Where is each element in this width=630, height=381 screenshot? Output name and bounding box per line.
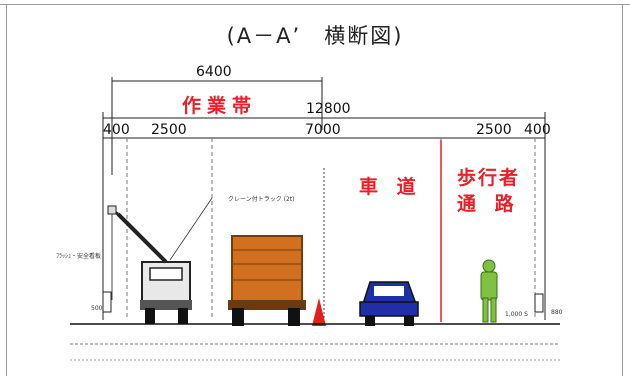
- traffic-cone-icon: [312, 298, 326, 326]
- diagram-title: (A－A’ 横断図): [226, 24, 404, 48]
- segment-dimension-3: 7000: [305, 122, 341, 138]
- barriers: [102, 291, 544, 313]
- total-width-dimension: 12800: [306, 101, 351, 117]
- work-zone-dimension: 6400: [196, 64, 232, 80]
- frame-right: [622, 4, 623, 376]
- crane-truck-icon: [107, 205, 192, 324]
- right-note: 1,000 S: [505, 311, 528, 318]
- dimension-lines: [102, 77, 546, 320]
- dump-truck-icon: [228, 235, 306, 326]
- pedestrian-label-line2: 通 路: [457, 193, 520, 215]
- segment-dimension-2: 2500: [151, 122, 187, 138]
- pedestrian-icon: [480, 259, 498, 323]
- blue-car-icon: [359, 281, 419, 326]
- frame-top: [0, 4, 630, 5]
- left-height-note: 500: [91, 305, 103, 312]
- crane-note-leader: [169, 197, 213, 261]
- ground-structure: [70, 323, 560, 361]
- pedestrian-label-line1: 歩行者: [457, 167, 521, 189]
- segment-dimension-5: 400: [524, 122, 551, 138]
- crane-truck-note: クレーン付トラック (2t): [228, 196, 295, 203]
- right-height-note: 880: [551, 309, 563, 316]
- work-zone-label: 作業帯: [182, 95, 258, 117]
- segment-dimension-1: 400: [103, 122, 130, 138]
- frame-left: [6, 4, 7, 376]
- left-safety-note: ﾌﾗｯｼｭ・安全看板: [56, 253, 102, 260]
- segment-dimension-4: 2500: [476, 122, 512, 138]
- roadway-label: 車 道: [359, 176, 422, 198]
